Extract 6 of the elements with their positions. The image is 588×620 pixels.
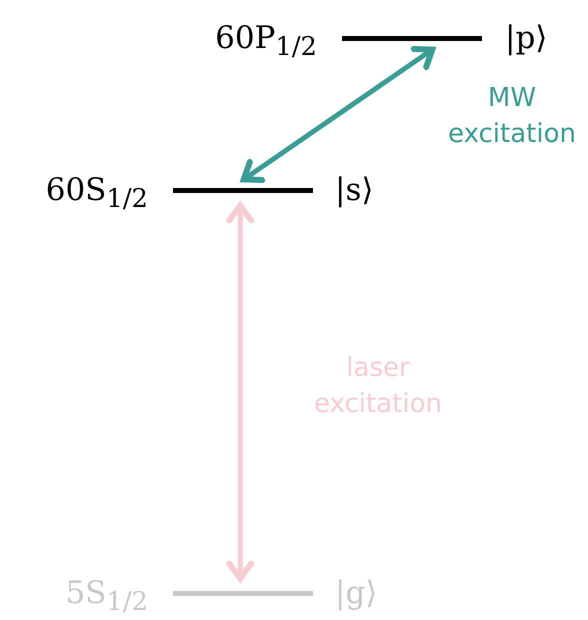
state-ket-label: |s⟩ [335,171,374,210]
state-ket-label: |p⟩ [505,19,548,58]
energy-level-label: 60S$_{1/2}$ [46,171,148,216]
energy-level-label: 60P$_{1/2}$ [215,19,317,64]
double-arrow [226,202,254,582]
double-arrow [240,46,436,183]
